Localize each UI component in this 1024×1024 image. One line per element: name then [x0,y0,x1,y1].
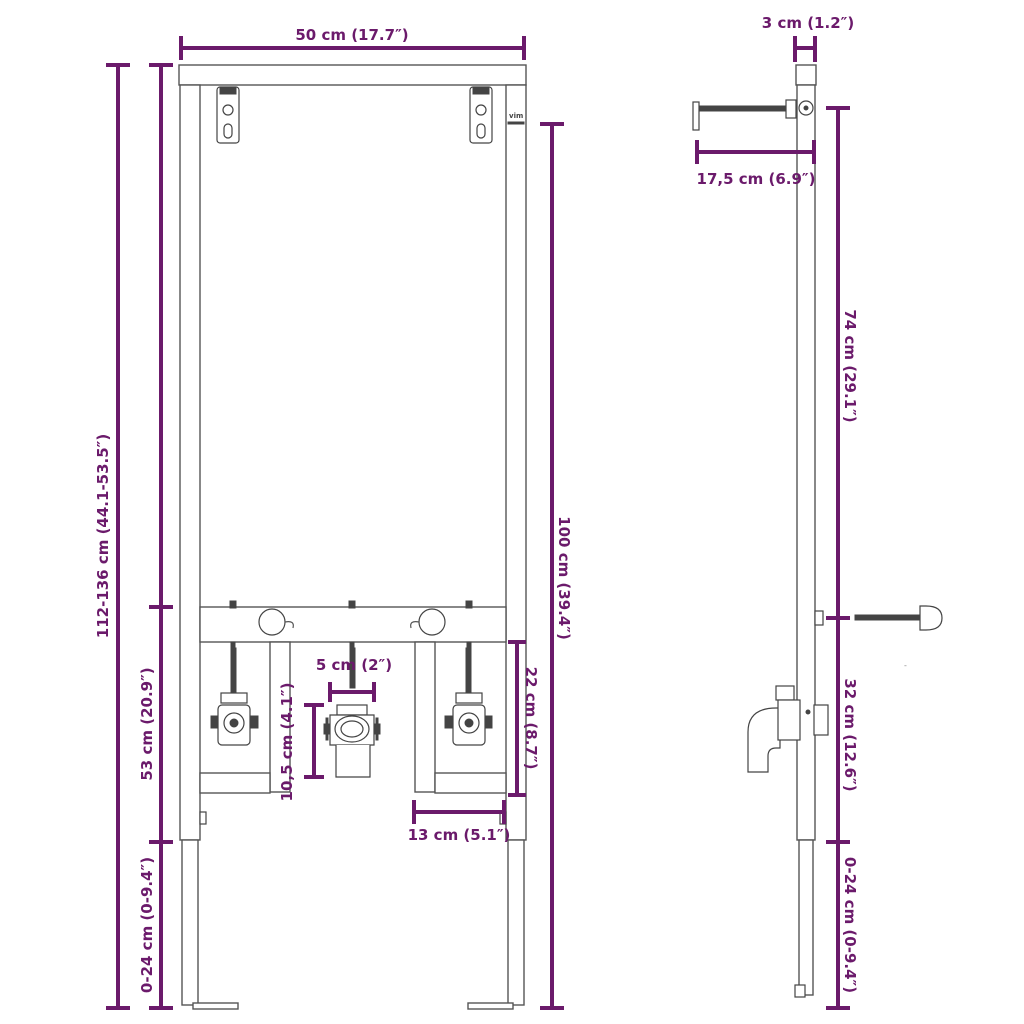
right-leg [507,839,525,1006]
side-wall-bolt-top [692,99,814,131]
logo-text: vim [509,112,523,120]
lower-rail-left [199,772,271,794]
right-foot [467,1002,514,1010]
side-leg [798,839,814,996]
supply-height-label: 22 cm (8.7″) [522,667,540,770]
inner-post-right [414,641,436,793]
left-leg [181,839,199,1006]
total-height-label: 112-136 cm (44.1-53.5″) [94,434,112,638]
left-foot [192,1002,239,1010]
leg-extension-label-side: 0-24 cm (0-9.4″) [841,857,859,993]
wall-bracket-left [216,86,240,144]
inner-post-left [269,641,291,793]
drain-height-label: 10,5 cm (4.1″) [278,683,296,802]
cross-bar [199,606,507,643]
wall-bracket-right [469,86,493,144]
lower-section-label: 53 cm (20.9″) [138,667,156,780]
lower-rail-right [434,772,507,794]
leg-extension-label-front: 0-24 cm (0-9.4″) [138,857,156,993]
threaded-rod-center [349,647,356,689]
side-view: - [692,64,943,998]
drain-width-label: 5 cm (2″) [316,656,392,674]
top-rail [178,64,527,86]
drain-fitting [323,704,381,778]
front-view: vim [178,64,527,1010]
bolt-length-label: 17,5 cm (6.9″) [697,170,816,188]
side-foot-screw [794,984,806,998]
frame-height-label: 100 cm (39.4″) [555,516,573,640]
side-depth-label: 3 cm (1.2″) [762,14,854,32]
leg-screw-left [199,811,207,825]
side-top-block [795,64,817,86]
side-drain-elbow [747,685,829,773]
upper-height-label: 74 cm (29.1″) [841,309,859,422]
dimension-labels: 50 cm (17.7″) 112-136 cm (44.1-53.5″) 53… [94,14,859,993]
supply-valve-right [444,692,493,746]
width-label: 50 cm (17.7″) [295,26,408,44]
side-hairline-mark: - [904,661,907,670]
side-wall-bolt-mid [814,605,943,631]
dimension-lines [106,36,850,1010]
threaded-rod-left [230,647,237,697]
left-upright [179,84,201,841]
supply-width-label: 13 cm (5.1″) [408,826,511,844]
supply-valve-left [210,692,259,746]
threaded-rod-right [465,647,472,697]
mounting-stud-right [410,608,446,636]
mounting-stud-left [258,608,294,636]
logo-bar [507,121,525,125]
lower-height-label: 32 cm (12.6″) [841,678,859,791]
